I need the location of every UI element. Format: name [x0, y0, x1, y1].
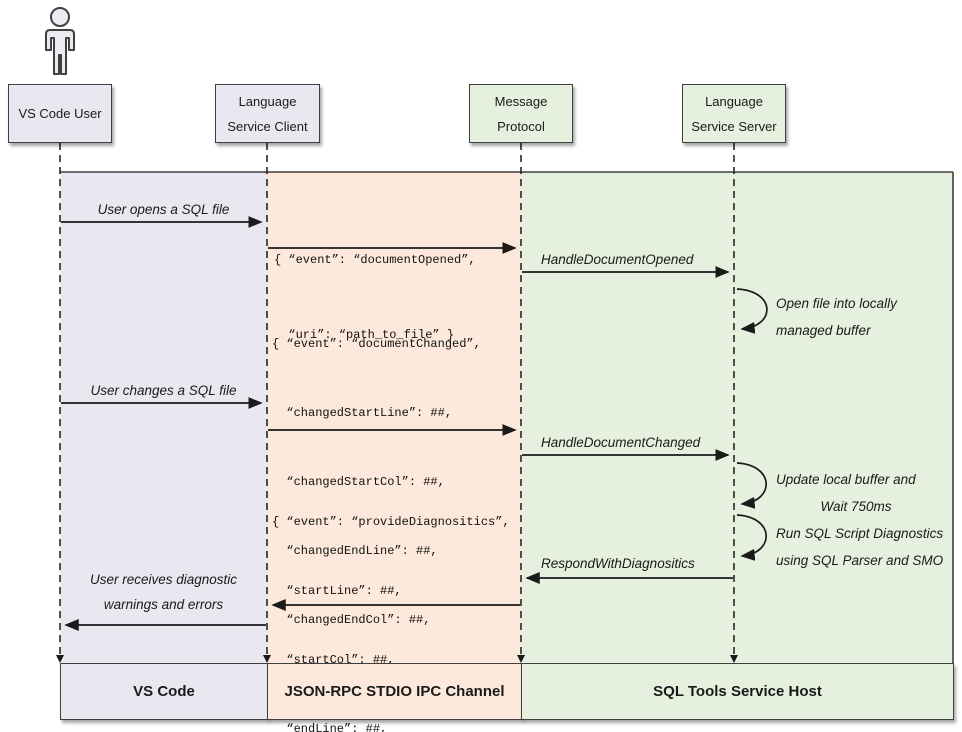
actor-box-language-service-client: Language Service Client: [215, 84, 320, 143]
band-vscode: [60, 172, 267, 663]
note-line1: Run SQL Script Diagnostics: [776, 526, 944, 541]
message-label-respond-with-diagnostics: RespondWithDiagnositics: [541, 556, 695, 571]
actor-box-language-service-server: Language Service Server: [682, 84, 786, 143]
actor-label-line1: Language: [238, 93, 297, 109]
note-open-file-buffer: Open file into locally managed buffer: [776, 290, 897, 344]
user-actor-icon: [45, 7, 75, 75]
note-line2: Wait 750ms: [820, 499, 892, 514]
message-label-user-receives-line2: warnings and errors: [103, 597, 224, 612]
note-line2: using SQL Parser and SMO: [776, 553, 944, 568]
note-line1: Open file into locally: [776, 296, 897, 311]
note-run-diagnostics: Run SQL Script Diagnostics using SQL Par…: [776, 520, 943, 574]
footer-box-sql-tools-service-host: SQL Tools Service Host: [521, 663, 954, 720]
actor-box-message-protocol: Message Protocol: [469, 84, 573, 143]
message-label-handle-document-changed: HandleDocumentChanged: [541, 435, 701, 450]
message-label-handle-document-opened: HandleDocumentOpened: [541, 252, 694, 267]
json-line: { “event”: “documentChanged”,: [272, 337, 481, 351]
band-ipc-channel: [267, 172, 521, 663]
json-line: “changedStartCol”: ##,: [272, 475, 445, 489]
json-line: “endLine”: ##,: [272, 722, 388, 732]
note-line2: managed buffer: [776, 323, 871, 338]
json-line: { “event”: “documentOpened”,: [274, 253, 476, 267]
actor-label-line2: Service Server: [691, 118, 777, 134]
footer-box-vscode: VS Code: [60, 663, 268, 720]
actor-head: [50, 7, 70, 27]
json-payload-document-opened: { “event”: “documentOpened”, “uri”: “pat…: [274, 198, 476, 398]
footer-box-jsonrpc-channel: JSON-RPC STDIO IPC Channel: [267, 663, 522, 720]
actor-box-vscode-user: VS Code User: [8, 84, 112, 143]
actor-body: [45, 29, 75, 75]
actor-label-line1: Message: [494, 93, 548, 109]
json-line: “uri”: “path_to_file” }: [274, 328, 455, 342]
footer-label: VS Code: [133, 683, 195, 700]
footer-label: JSON-RPC STDIO IPC Channel: [284, 683, 505, 700]
message-label-user-receives-line1: User receives diagnostic: [89, 572, 238, 587]
json-line: “changedEndLine”: ##,: [272, 544, 438, 558]
json-line: “changedStartLine”: ##,: [272, 406, 453, 420]
actor-label: VS Code User: [18, 106, 102, 121]
json-line: “changedEndCol”: ##,: [272, 613, 431, 627]
note-update-buffer: Update local buffer and Wait 750ms: [776, 466, 936, 520]
footer-label: SQL Tools Service Host: [653, 683, 822, 700]
actor-label-line2: Protocol: [497, 118, 545, 134]
message-label-user-opens-sql-file: User opens a SQL file: [97, 202, 230, 217]
json-line: “startLine”: ##,: [272, 584, 402, 598]
json-line: { “event”: “provideDiagnositics”,: [272, 515, 510, 529]
actor-label-line2: Service Client: [227, 118, 308, 134]
actor-label-line1: Language: [705, 93, 763, 109]
note-line1: Update local buffer and: [776, 472, 916, 487]
band-service-host: [521, 172, 953, 663]
message-label-user-changes-sql-file: User changes a SQL file: [90, 383, 237, 398]
